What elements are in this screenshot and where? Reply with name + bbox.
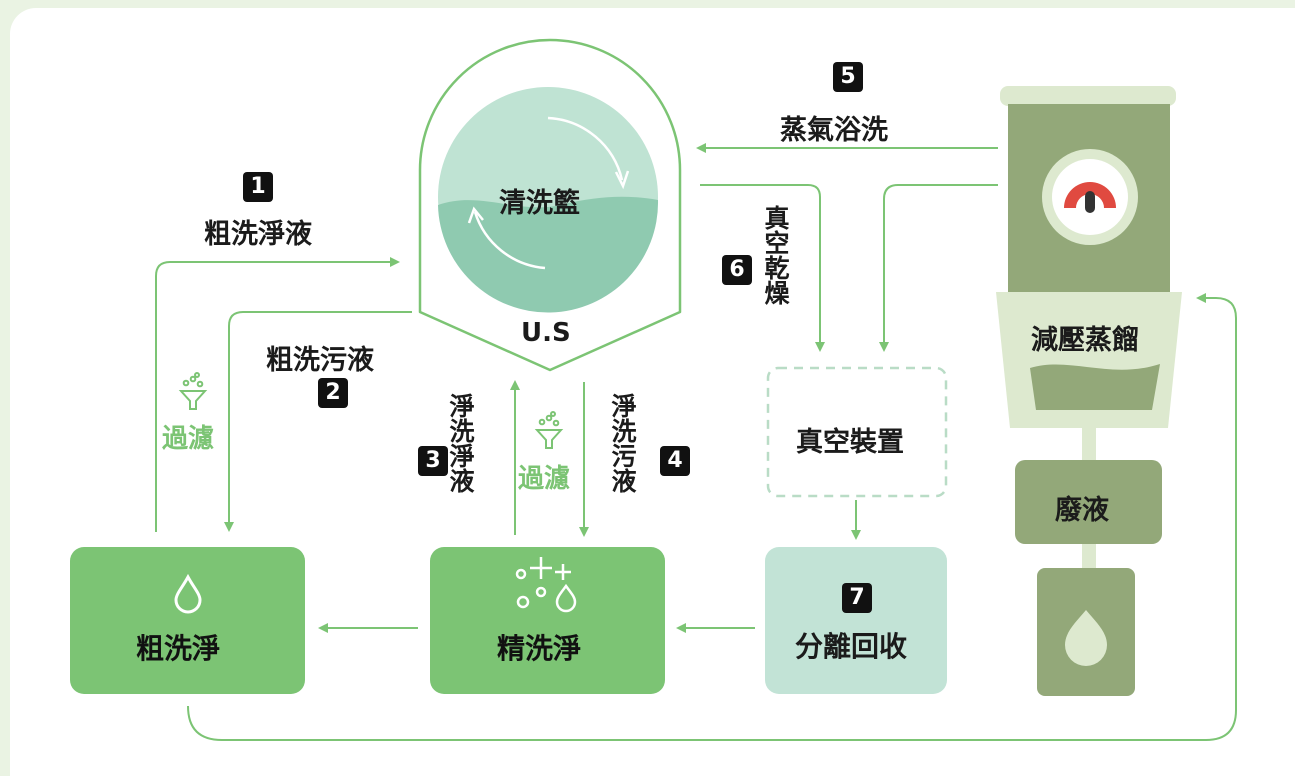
vacuum-device-box bbox=[766, 366, 948, 498]
fine-wash-label: 精洗淨 bbox=[497, 632, 582, 665]
flow-3-label: 淨洗淨液 bbox=[446, 393, 475, 493]
gauge-icon bbox=[1064, 182, 1116, 208]
separation-box bbox=[765, 547, 947, 694]
filter-label-center: 過濾 bbox=[518, 464, 571, 494]
us-label: U.S bbox=[521, 318, 571, 348]
waste-drop-icon bbox=[1065, 610, 1107, 666]
flow-1-line bbox=[155, 257, 400, 532]
waste-box bbox=[1015, 460, 1162, 544]
flow-return-line bbox=[187, 293, 1237, 741]
flow-1-label: 粗洗淨液 bbox=[204, 219, 312, 250]
step-1-badge: 1 bbox=[243, 172, 273, 202]
basket-liquid bbox=[438, 196, 659, 313]
flow-2-line bbox=[224, 311, 412, 532]
waste-label: 廢液 bbox=[1055, 495, 1109, 526]
separation-label: 分離回收 bbox=[795, 630, 908, 663]
flow-6-label: 真空乾燥 bbox=[761, 205, 790, 305]
flow-distill-line bbox=[879, 184, 998, 352]
flow-5-label: 蒸氣浴洗 bbox=[780, 115, 888, 146]
step-2-badge: 2 bbox=[318, 378, 348, 408]
rotation-arrow-top bbox=[547, 116, 624, 181]
filter-icon-center bbox=[534, 411, 564, 449]
condenser-cap bbox=[1000, 86, 1176, 106]
flow-2-label: 粗洗污液 bbox=[266, 345, 374, 376]
drop-icon bbox=[174, 573, 202, 614]
sparkle-bubbles-icon bbox=[515, 557, 577, 613]
step-5-badge: 5 bbox=[833, 62, 863, 92]
basket-label: 清洗籃 bbox=[499, 188, 580, 219]
flask-liquid bbox=[1030, 364, 1160, 410]
vacuum-device-label: 真空裝置 bbox=[796, 427, 904, 458]
distillation-label: 減壓蒸餾 bbox=[1031, 325, 1139, 356]
step-7-badge: 7 bbox=[842, 583, 872, 613]
fine-wash-box bbox=[430, 547, 665, 694]
drain-pipe bbox=[1082, 428, 1096, 460]
coarse-wash-label: 粗洗淨 bbox=[136, 632, 221, 665]
step-6-badge: 6 bbox=[722, 255, 752, 285]
step-3-badge: 3 bbox=[418, 446, 448, 476]
flow-6-line bbox=[700, 184, 825, 352]
flow-4-label: 淨洗污液 bbox=[608, 393, 637, 493]
filter-label-left: 過濾 bbox=[162, 424, 215, 454]
coarse-wash-box bbox=[70, 547, 305, 694]
rotation-arrow-bottom bbox=[473, 211, 546, 270]
step-4-badge: 4 bbox=[660, 446, 690, 476]
filter-icon-left bbox=[178, 372, 208, 410]
